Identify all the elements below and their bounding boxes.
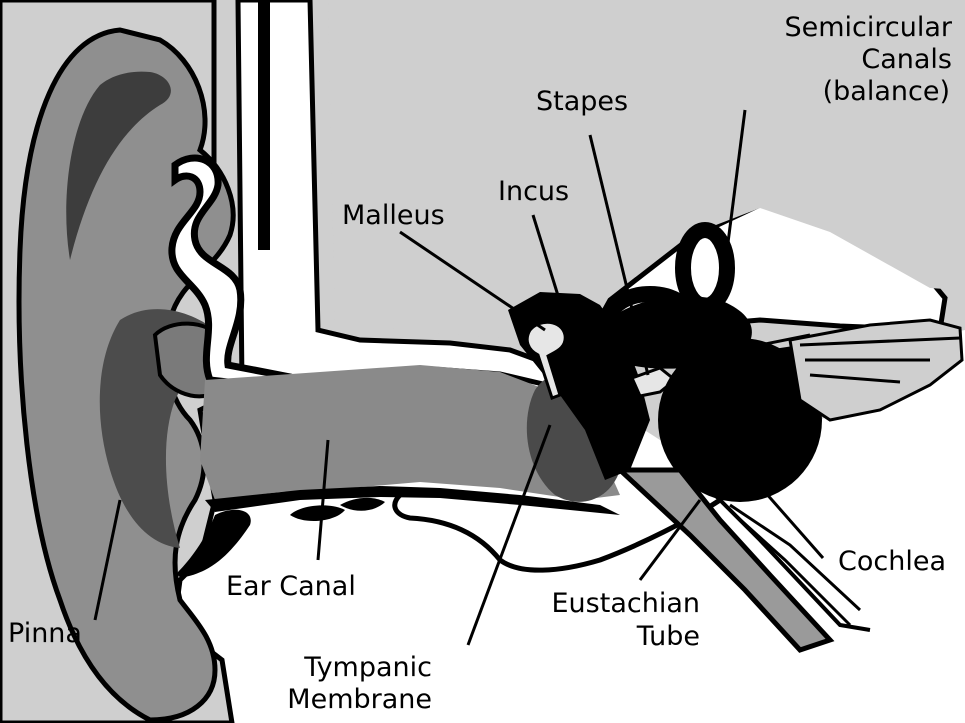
label-incus: Incus (498, 176, 569, 207)
label-cochlea: Cochlea (838, 546, 946, 577)
label-eustachian-2: Tube (636, 621, 700, 652)
auditory-nerve (790, 320, 962, 420)
label-pinna: Pinna (8, 618, 82, 649)
bone-slit (258, 0, 270, 250)
label-eustachian-1: Eustachian (552, 588, 701, 619)
label-malleus: Malleus (342, 200, 445, 231)
label-tympanic-1: Tympanic (303, 652, 432, 683)
label-semicircular-2: Canals (861, 44, 952, 75)
label-tympanic-2: Membrane (287, 684, 432, 715)
label-ear-canal: Ear Canal (226, 571, 356, 602)
label-semicircular-1: Semicircular (784, 12, 952, 43)
label-semicircular-3: (balance) (823, 76, 950, 107)
label-stapes: Stapes (536, 86, 628, 117)
